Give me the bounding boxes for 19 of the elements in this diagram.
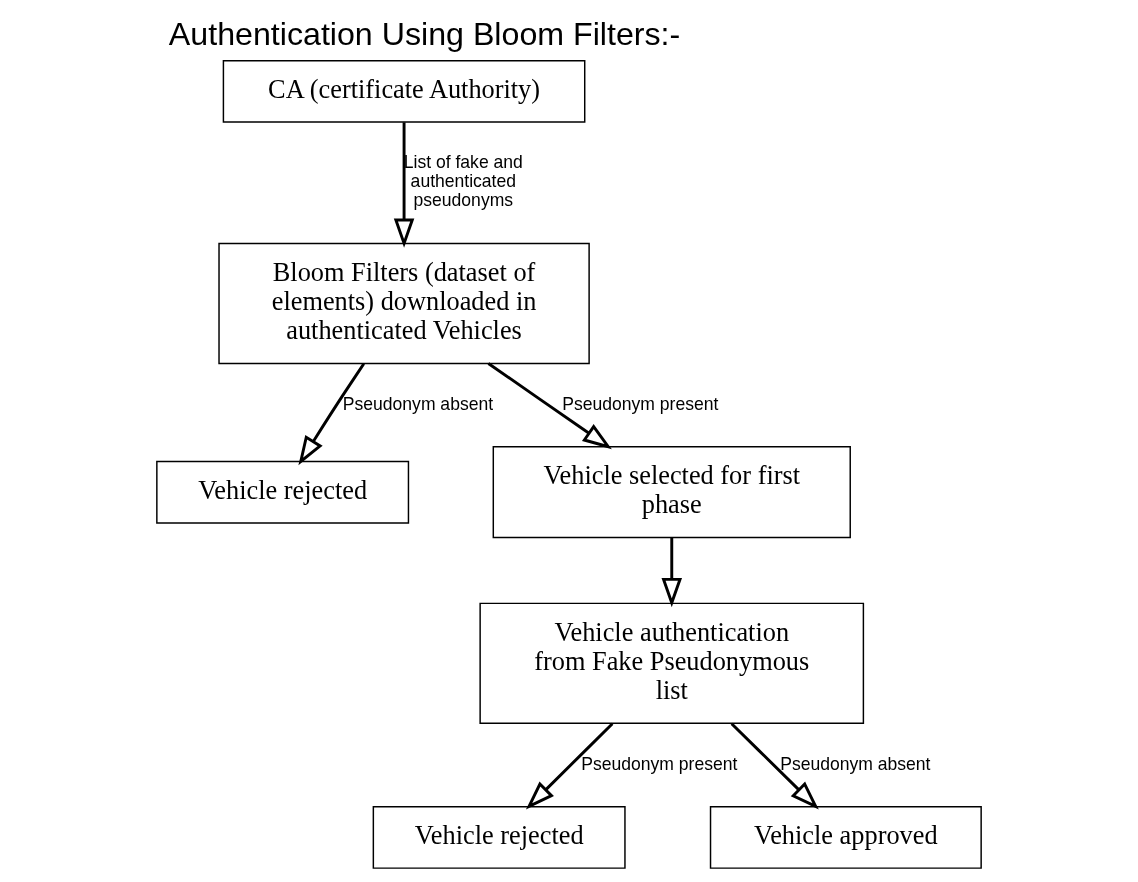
edge-label: Pseudonym absent — [780, 753, 931, 774]
arrow — [661, 537, 682, 608]
node-box: Vehicle rejected — [372, 805, 626, 869]
edge-label: List of fake and authenticated pseudonyms — [403, 152, 523, 211]
arrow — [393, 122, 415, 248]
edge-label: Pseudonym present — [581, 753, 738, 774]
arrow — [487, 362, 612, 450]
node-box: Vehicle rejected — [156, 460, 410, 524]
node-box: Vehicle approved — [709, 805, 982, 869]
node-box: Bloom Filters (dataset of elements) downloaded in authenticated Vehicles — [218, 242, 590, 365]
arrow — [525, 722, 614, 810]
node-box: Vehicle authentication from Fake Pseudonymous list — [479, 602, 865, 725]
edge-label: Pseudonym present — [562, 393, 719, 414]
node-box: Vehicle selected for first phase — [492, 446, 851, 539]
arrow — [730, 722, 819, 810]
diagram-title: Authentication Using Bloom Filters:- — [168, 16, 681, 53]
node-box: CA (certificate Authority) — [222, 59, 586, 123]
arrow — [298, 363, 365, 466]
edge-label: Pseudonym absent — [342, 393, 494, 414]
